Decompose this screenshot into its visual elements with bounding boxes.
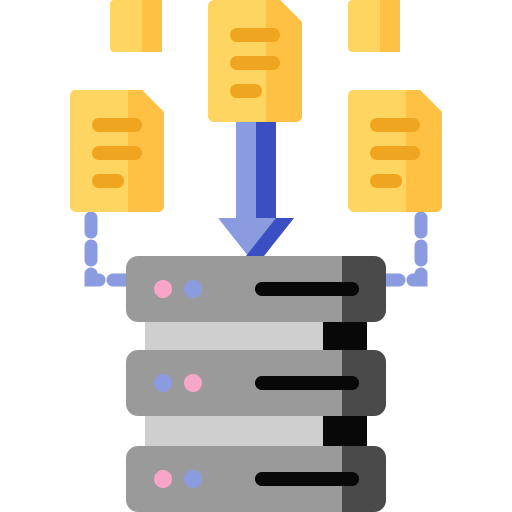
server-unit-top (126, 256, 386, 322)
document-line (370, 174, 402, 188)
document-line (230, 56, 280, 70)
document-icon-left (69, 90, 164, 212)
document-line (370, 118, 420, 132)
small-document-left (110, 0, 162, 52)
drive-slot (255, 376, 359, 390)
dashed-connector-left (84, 211, 133, 287)
document-line (92, 118, 142, 132)
server-unit-bottom (126, 446, 386, 512)
drive-slot (255, 282, 359, 296)
document-line (92, 146, 142, 160)
status-led-icon (184, 280, 202, 298)
document-icon-right (347, 90, 442, 212)
document-line (230, 28, 280, 42)
status-led-icon (154, 470, 172, 488)
dashed-connector-right (379, 211, 428, 287)
document-icon-center (208, 0, 302, 122)
status-led-icon (184, 470, 202, 488)
status-led-icon (154, 280, 172, 298)
status-led-icon (184, 374, 202, 392)
server-unit-middle (126, 350, 386, 416)
document-line (92, 174, 124, 188)
status-led-icon (154, 374, 172, 392)
download-arrow-icon (218, 122, 294, 266)
server-rack-icon (126, 256, 386, 512)
document-line (230, 84, 262, 98)
drive-slot (255, 472, 359, 486)
document-line (370, 146, 420, 160)
small-document-right (348, 0, 400, 52)
